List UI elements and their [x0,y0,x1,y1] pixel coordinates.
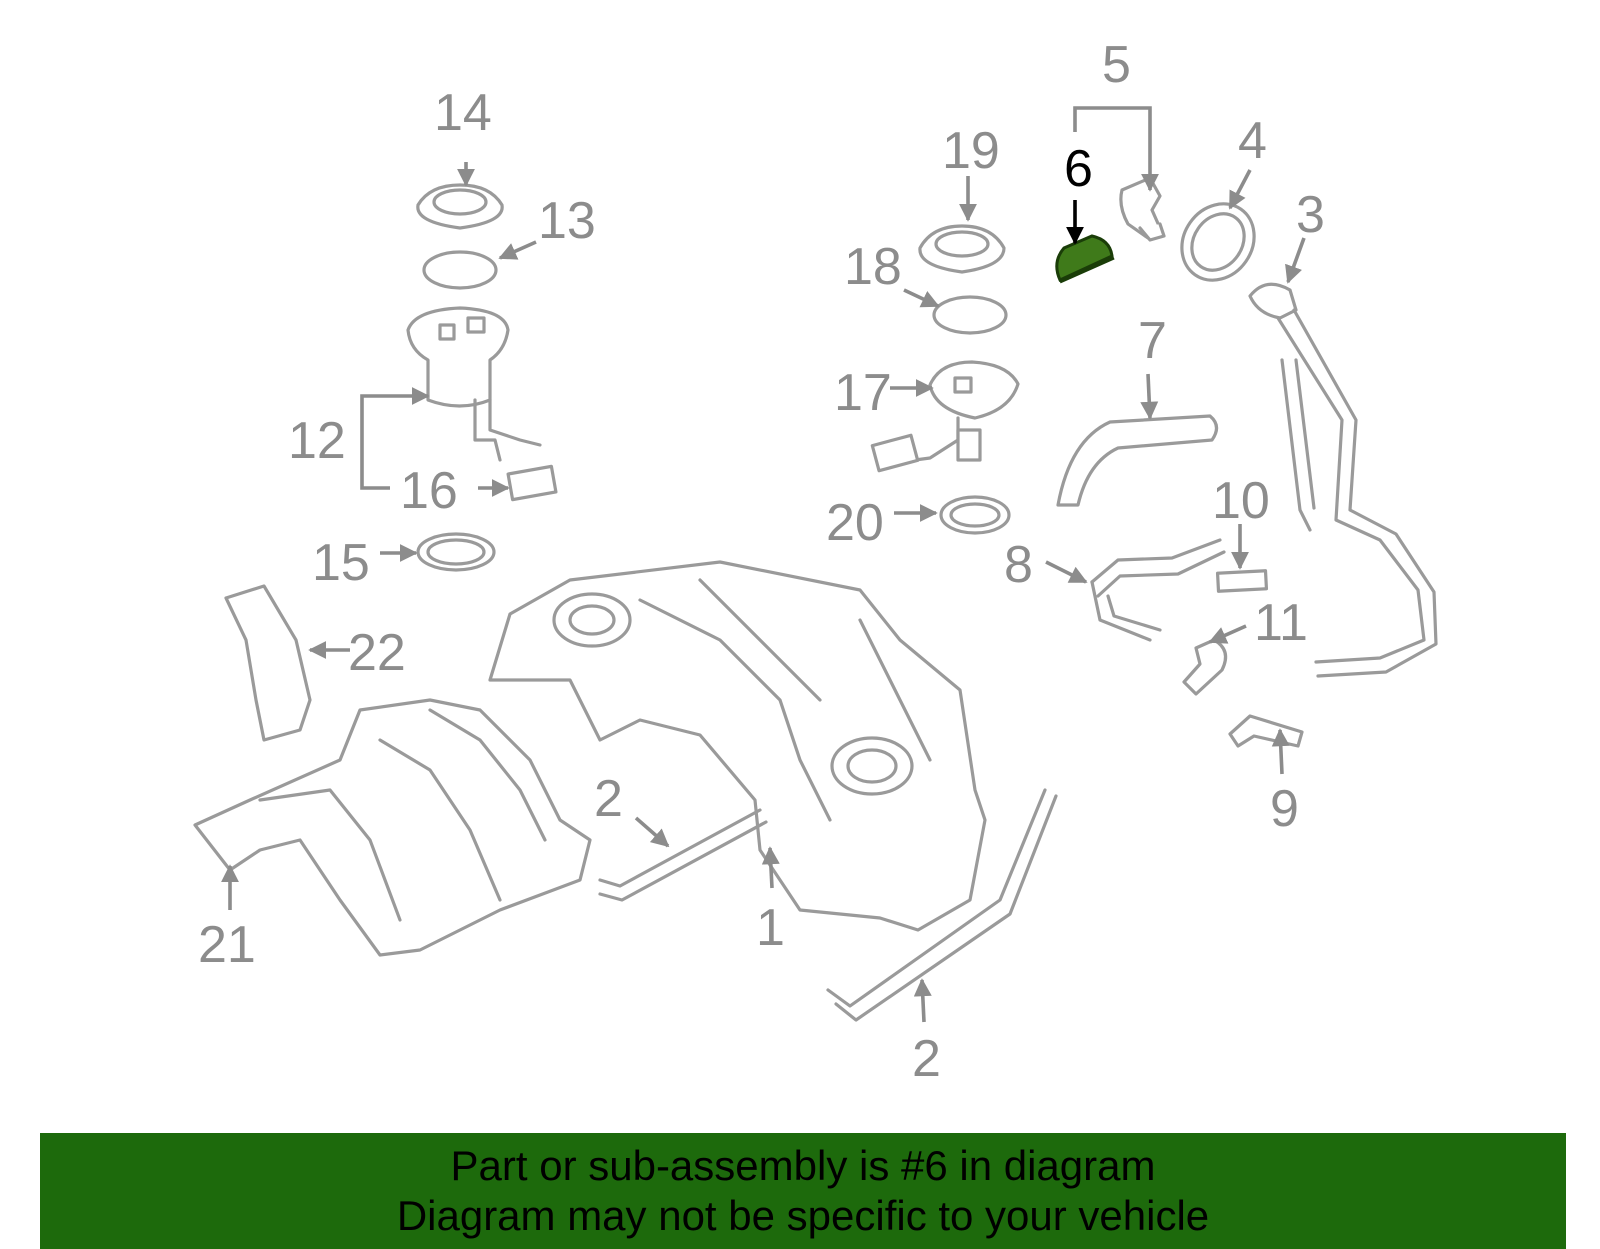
part-11-hose [1182,638,1228,696]
part-14-lock-ring [416,183,504,230]
banner-line-2: Diagram may not be specific to your vehi… [396,1192,1210,1239]
banner-line-1: Part or sub-assembly is #6 in diagram [450,1142,1156,1189]
part-6-highlighted [1055,234,1115,284]
callout-2-right: 2 [912,1030,941,1088]
part-21-heat-shield [193,698,592,957]
callout-1: 1 [756,899,785,957]
parts-diagram: 1 2 2 3 4 5 6 7 8 9 10 11 12 13 14 15 16… [193,36,1438,1088]
callout-2-left: 2 [594,770,623,828]
part-2-strap-right [826,788,1058,1022]
part-4-seal-ring [1180,202,1256,282]
callout-8: 8 [1004,536,1033,594]
part-8-vent-tube [1090,538,1226,642]
part-18-gasket [932,295,1008,335]
callout-15: 15 [312,534,370,592]
callout-7: 7 [1138,312,1167,370]
callout-3: 3 [1296,186,1325,244]
callout-20: 20 [826,494,884,552]
part-15-gasket [416,532,496,572]
info-banner: Part or sub-assembly is #6 in diagram Di… [40,1133,1566,1249]
part-12-fuel-pump-assembly [406,306,542,462]
part-9-hose [1228,714,1304,748]
part-22-bracket [224,584,312,742]
callout-6: 6 [1064,140,1093,198]
part-10-clip [1215,569,1269,593]
callout-14: 14 [434,84,492,142]
callout-21: 21 [198,916,256,974]
callout-17: 17 [834,364,892,422]
part-19-lock-ring [918,224,1006,274]
part-20-gasket [939,495,1011,535]
callout-16: 16 [400,462,458,520]
callout-5: 5 [1102,36,1131,94]
callout-9: 9 [1270,780,1299,838]
part-3-filler-pipe [1248,282,1438,678]
part-13-gasket [422,250,498,290]
callout-11: 11 [1254,594,1308,652]
callout-10: 10 [1212,472,1270,530]
callout-4: 4 [1238,112,1267,170]
part-17-fuel-sender [870,360,1020,473]
leader-lines [221,106,1306,1023]
callout-22: 22 [348,624,406,682]
callout-12: 12 [288,412,346,470]
part-2-strap-left [598,808,768,902]
part-16-sender-unit [506,464,558,502]
callout-18: 18 [844,238,902,296]
callout-13: 13 [538,192,596,250]
part-5-check-valve [1119,176,1166,242]
part-1-fuel-tank [488,560,987,932]
callout-19: 19 [942,122,1000,180]
part-7-hose [1056,414,1219,507]
